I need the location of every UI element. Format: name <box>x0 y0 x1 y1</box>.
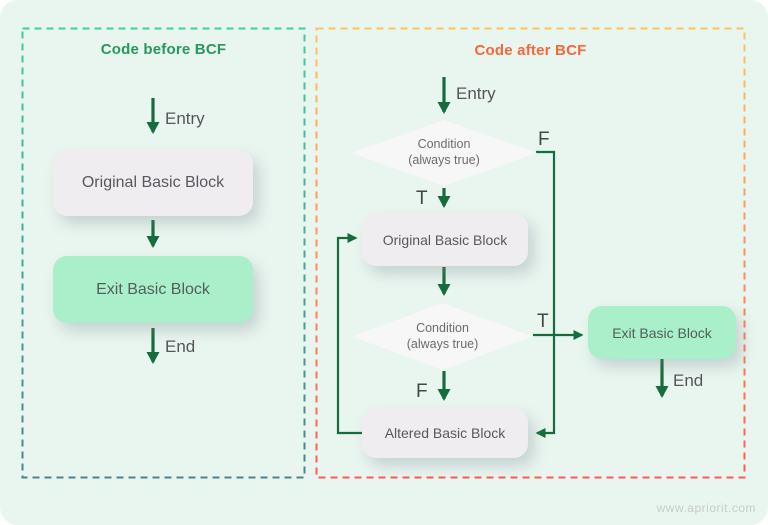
after-exit-basic-block: Exit Basic Block <box>588 306 736 359</box>
after-altered-basic-block: Altered Basic Block <box>362 408 528 458</box>
before-end-label: End <box>165 337 196 356</box>
before-original-basic-block-label: Original Basic Block <box>81 174 225 191</box>
after-condition2-line1: Condition <box>416 320 469 335</box>
before-exit-basic-block-label: Exit Basic Block <box>96 280 210 298</box>
after-exit-basic-block-label: Exit Basic Block <box>612 324 712 341</box>
after-cond1-true-label: T <box>416 188 428 209</box>
after-altered-basic-block-label: Altered Basic Block <box>384 425 506 441</box>
after-condition1-line2: (always true) <box>408 153 480 167</box>
after-end-label: End <box>673 371 704 390</box>
after-condition1-line1: Condition <box>417 137 471 152</box>
after-cond2-true-label: T <box>537 311 549 332</box>
before-entry-label: Entry <box>165 109 205 128</box>
after-entry-label: Entry <box>456 84 496 103</box>
after-condition2-line2: (always true) <box>406 336 479 351</box>
after-cond2-false-label: F <box>416 381 428 402</box>
before-exit-basic-block: Exit Basic Block <box>53 256 253 323</box>
watermark: www.apriorit.com <box>656 501 756 515</box>
before-original-basic-block: Original Basic Block <box>53 150 253 216</box>
after-panel-title: Code after BCF <box>474 42 587 59</box>
after-original-basic-block: Original Basic Block <box>362 213 528 266</box>
after-original-basic-block-label: Original Basic Block <box>382 231 508 248</box>
before-panel-title: Code before BCF <box>100 41 227 58</box>
after-cond1-false-label: F <box>538 129 550 150</box>
